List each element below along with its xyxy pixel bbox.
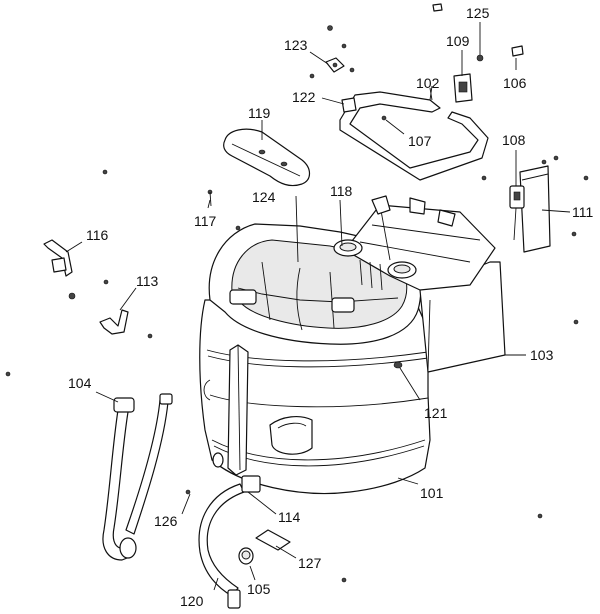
callout-124: 124	[252, 189, 276, 205]
bracket-116	[43, 239, 73, 277]
clip-top	[432, 3, 443, 12]
clip-109	[453, 73, 473, 103]
callout-119: 119	[248, 105, 271, 121]
cap-105	[238, 547, 254, 565]
fasteners	[5, 25, 589, 583]
callout-103: 103	[530, 347, 554, 363]
callout-109: 109	[446, 33, 470, 49]
side-plate-111	[519, 165, 551, 253]
callout-118: 118	[330, 183, 353, 199]
callout-105: 105	[247, 581, 271, 597]
callout-106: 106	[503, 75, 527, 91]
leader-lines	[65, 50, 571, 591]
callout-117: 117	[194, 213, 217, 229]
clip-106	[511, 45, 524, 57]
callout-116: 116	[86, 227, 109, 243]
tank-body-101	[199, 223, 431, 495]
callout-101: 101	[420, 485, 444, 501]
hose-120	[198, 475, 261, 609]
bracket-113	[99, 309, 129, 335]
callout-125: 125	[466, 5, 490, 21]
carry-handle-119	[223, 128, 311, 187]
callout-127: 127	[298, 555, 322, 571]
callout-123: 123	[284, 37, 308, 53]
callout-108: 108	[502, 132, 526, 148]
callout-126: 126	[154, 513, 178, 529]
callout-111: 111	[572, 204, 593, 220]
callout-102: 102	[416, 75, 440, 91]
callout-114: 114	[278, 509, 301, 525]
callout-121: 121	[424, 405, 448, 421]
callout-113: 113	[136, 273, 159, 289]
callout-122: 122	[292, 89, 316, 105]
bracket-108	[509, 185, 525, 241]
bracket-122	[341, 97, 357, 113]
tray-118	[333, 195, 496, 291]
callout-107: 107	[408, 133, 432, 149]
callout-120: 120	[180, 593, 204, 609]
washer-123	[325, 57, 345, 73]
hose-104	[102, 393, 173, 561]
callout-labels: 101 102 103 104 105 106 107 108 109 111 …	[68, 5, 593, 609]
plate-127	[255, 529, 291, 551]
callout-104: 104	[68, 375, 92, 391]
screw-125	[476, 22, 484, 62]
